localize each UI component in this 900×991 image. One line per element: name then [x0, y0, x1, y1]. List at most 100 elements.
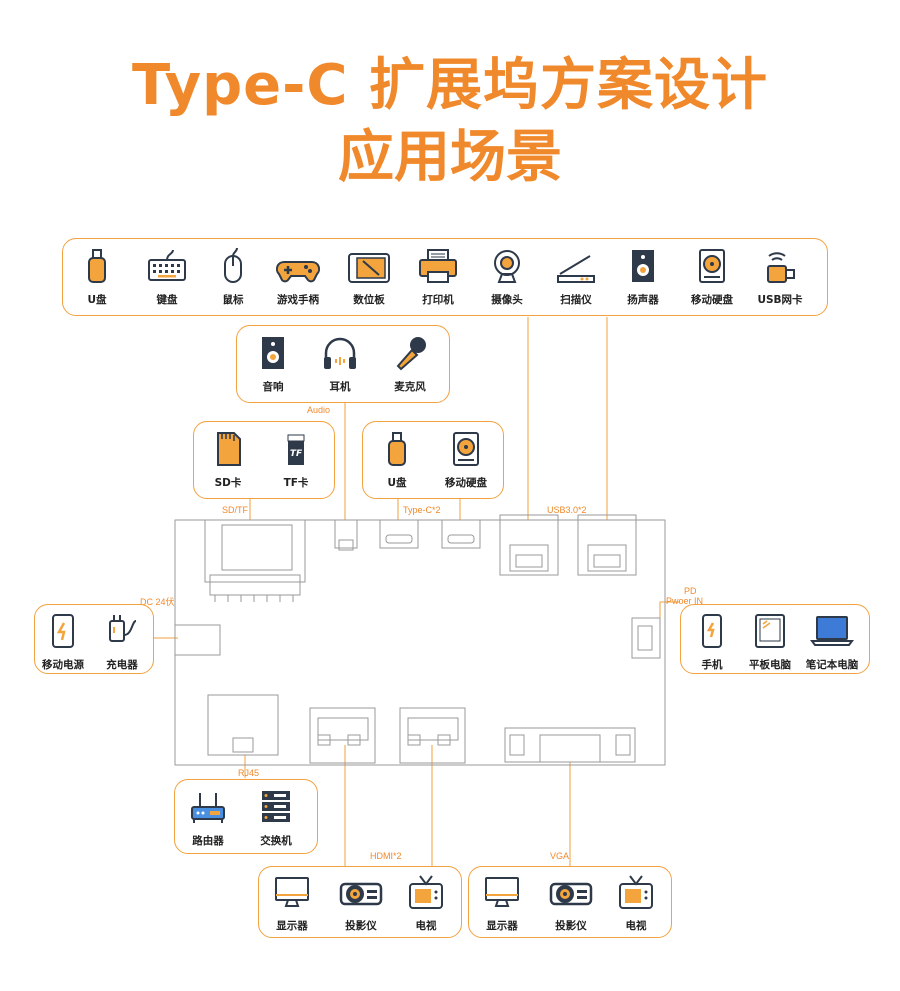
mouse-icon — [224, 247, 242, 283]
device-label: U盘 — [387, 477, 407, 489]
device-label: 摄像头 — [491, 294, 523, 306]
device-vga-2: 电视 — [601, 872, 671, 933]
device-label: 耳机 — [329, 381, 351, 393]
caption-sdtf: SD/TF — [222, 505, 248, 515]
device-typec-0: U盘 — [362, 429, 432, 490]
device-dc-1: 充电器 — [87, 611, 157, 672]
pd-port — [631, 617, 661, 659]
caption-pd: PD — [684, 586, 697, 596]
tf-card-icon: TF — [287, 434, 305, 465]
projector-icon — [549, 882, 593, 906]
device-sd-0: SD卡 — [193, 429, 263, 490]
tablet-icon — [755, 614, 785, 648]
charger-icon — [109, 615, 137, 642]
device-usb-0: U盘 — [62, 246, 132, 307]
tf-icon-text: TF — [290, 449, 303, 459]
caption-hdmi: HDMI*2 — [370, 851, 402, 861]
keyboard-icon — [148, 249, 186, 281]
title-line-2: 应用场景 — [338, 125, 562, 190]
device-hdmi-0: 显示器 — [257, 872, 327, 933]
caption-rj45: RJ45 — [238, 768, 260, 778]
device-label: 路由器 — [192, 835, 224, 847]
sd-card-icon — [217, 432, 241, 466]
device-label: 投影仪 — [345, 920, 377, 932]
scanner-icon — [557, 255, 595, 283]
device-label: 交换机 — [260, 835, 292, 847]
device-label: 游戏手柄 — [277, 294, 319, 306]
device-label: 投影仪 — [555, 920, 587, 932]
device-label: TF卡 — [283, 477, 309, 489]
device-usb-3: 游戏手柄 — [263, 246, 333, 307]
title-line-1: Type-C 扩展坞方案设计 — [132, 53, 768, 118]
device-typec-1: 移动硬盘 — [431, 429, 501, 490]
device-audio-2: 麦克风 — [375, 333, 445, 394]
laptop-icon — [810, 616, 854, 646]
device-label: 扬声器 — [627, 294, 659, 306]
device-label: 音响 — [262, 381, 284, 393]
typec-port-1 — [379, 519, 419, 549]
line-pd — [659, 601, 680, 618]
typec-port-2 — [441, 519, 481, 549]
device-usb-1: 键盘 — [132, 246, 202, 307]
usb-network-icon — [767, 252, 795, 283]
power-bank-icon — [52, 614, 74, 648]
usb-drive-icon — [388, 432, 406, 466]
usb-drive-icon — [88, 249, 106, 283]
vga-port — [504, 727, 636, 763]
device-usb-7: 扫描仪 — [541, 246, 611, 307]
device-pd-1: 平板电脑 — [735, 611, 805, 672]
usb3-port-1 — [499, 514, 559, 576]
network-switch-icon — [262, 791, 290, 822]
device-hdmi-2: 电视 — [391, 872, 461, 933]
caption-vga: VGA — [550, 851, 570, 861]
caption-audio: Audio — [307, 405, 331, 415]
device-rj45-1: 交换机 — [241, 787, 311, 848]
rj45-jack — [207, 694, 279, 756]
device-label: 移动硬盘 — [445, 477, 487, 489]
device-usb-4: 数位板 — [334, 246, 404, 307]
device-pd-2: 笔记本电脑 — [797, 611, 867, 672]
device-label: 手机 — [701, 659, 723, 671]
device-vga-0: 显示器 — [467, 872, 537, 933]
tv-icon — [409, 875, 443, 909]
device-label: 移动电源 — [42, 659, 84, 671]
hdmi-port-2 — [399, 707, 466, 764]
device-vga-1: 投影仪 — [536, 872, 606, 933]
device-usb-5: 打印机 — [403, 246, 473, 307]
device-label: 电视 — [415, 920, 437, 932]
device-label: 显示器 — [276, 920, 308, 932]
device-label: U盘 — [87, 294, 107, 306]
caption-dc: DC 24伏 — [140, 597, 175, 607]
device-usb-6: 摄像头 — [472, 246, 542, 307]
device-label: 鼠标 — [222, 294, 244, 306]
device-pd-0: 手机 — [677, 611, 747, 672]
device-label: 平板电脑 — [749, 659, 791, 671]
dc-jack — [174, 624, 221, 656]
speaker-icon — [262, 337, 284, 369]
device-label: 打印机 — [422, 294, 454, 306]
projector-icon — [339, 882, 383, 906]
device-audio-1: 耳机 — [305, 333, 375, 394]
device-usb-9: 移动硬盘 — [677, 246, 747, 307]
hdmi-port-1 — [309, 707, 376, 764]
device-rj45-0: 路由器 — [173, 787, 243, 848]
device-usb-10: USB网卡 — [745, 246, 815, 307]
device-label: 笔记本电脑 — [805, 659, 859, 671]
device-label: 充电器 — [106, 659, 138, 671]
device-label: 显示器 — [486, 920, 518, 932]
device-hdmi-1: 投影仪 — [326, 872, 396, 933]
tv-icon — [619, 875, 653, 909]
router-icon — [191, 793, 225, 823]
device-dc-0: 移动电源 — [28, 611, 98, 672]
drawing-tablet-icon — [348, 253, 390, 283]
caption-usb3: USB3.0*2 — [547, 505, 587, 515]
monitor-icon — [275, 877, 309, 907]
typec-device-box — [362, 421, 504, 499]
usb3-port-2 — [577, 514, 637, 576]
device-label: 键盘 — [156, 294, 178, 306]
device-label: 扫描仪 — [560, 294, 592, 306]
gamepad-icon — [275, 260, 321, 283]
microphone-icon — [396, 337, 426, 371]
audio-jack — [334, 519, 358, 551]
